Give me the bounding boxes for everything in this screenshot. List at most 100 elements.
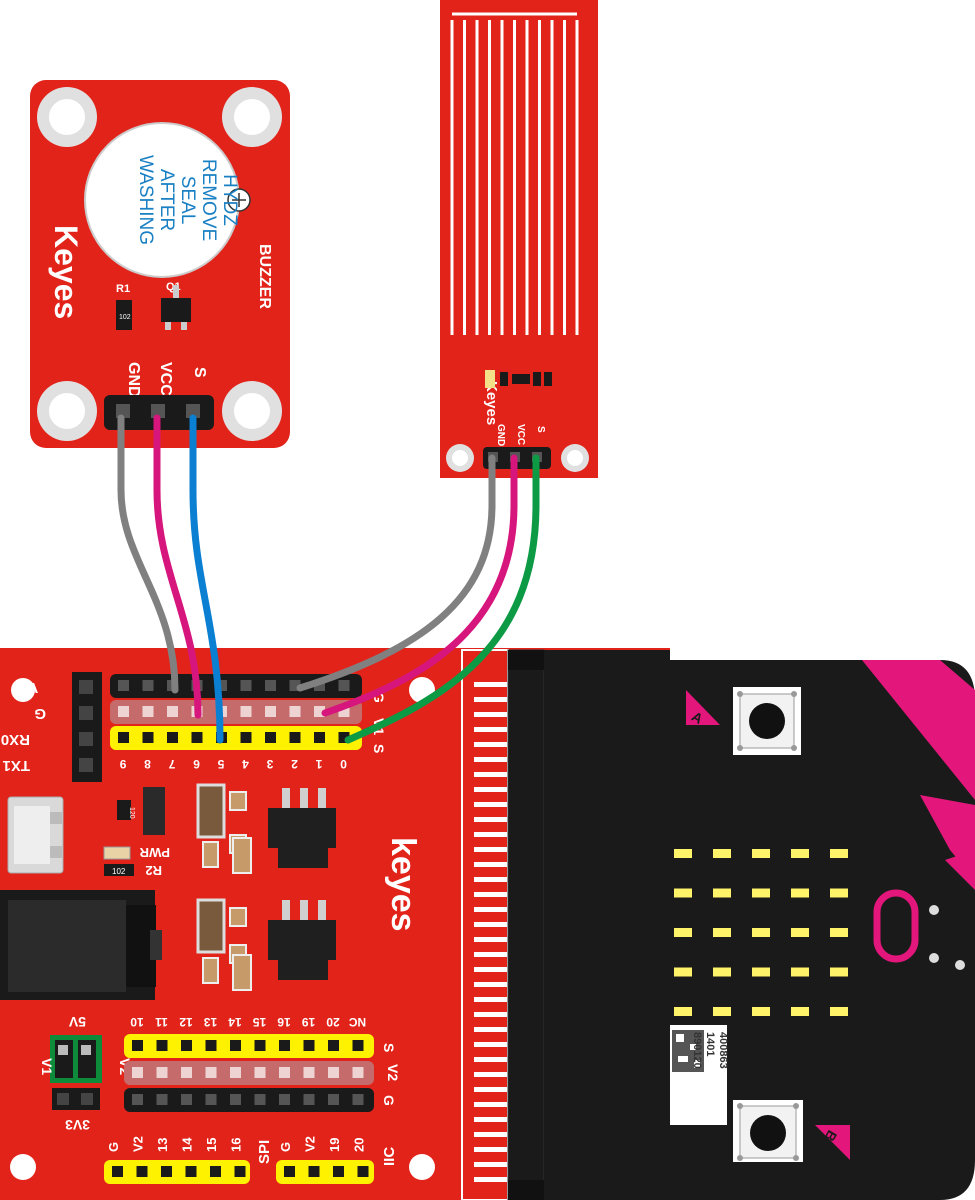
header-pin — [338, 706, 350, 717]
header-pin — [205, 1094, 217, 1105]
pin-number-top: 8 — [144, 757, 151, 771]
water-pin-gnd: GND — [495, 424, 506, 446]
led — [752, 849, 770, 858]
header-pin — [279, 1067, 290, 1078]
wires — [117, 414, 540, 744]
jst-connector — [7, 796, 64, 874]
header-pin — [240, 680, 252, 691]
pin-number-bottom: 10 — [130, 1015, 144, 1029]
qr-line-2: 1401 — [704, 1032, 716, 1056]
wire-water-gnd — [296, 454, 496, 692]
button-b[interactable] — [733, 1100, 803, 1162]
header-pin — [142, 732, 154, 743]
header-pin — [181, 1067, 192, 1078]
header-pin — [279, 1094, 290, 1105]
header-pin — [240, 706, 252, 717]
seal-line-3: SEAL — [177, 176, 198, 225]
led — [674, 888, 692, 898]
led — [713, 967, 731, 977]
spi-pin — [210, 1166, 221, 1177]
header-pin — [303, 1094, 315, 1105]
pin-number-bottom: 16 — [277, 1015, 291, 1029]
iic-label: IIC — [381, 1147, 398, 1166]
led — [830, 967, 848, 977]
power-jumpers — [50, 1035, 102, 1110]
pwr-label: PWR — [139, 845, 170, 860]
spi-header — [104, 1160, 250, 1184]
power-components — [196, 783, 336, 991]
header-pin — [181, 1094, 192, 1105]
header-pin — [156, 1094, 168, 1105]
r2-code: 102 — [112, 867, 126, 876]
water-sensor-module: Keyes Water Sensor GND VCC S — [440, 0, 616, 478]
button-b-marker — [815, 1125, 850, 1160]
header-pin — [118, 732, 129, 743]
header-pin — [216, 680, 227, 691]
header-pin — [303, 1040, 315, 1051]
led — [713, 849, 731, 858]
pin-number-bottom: 13 — [204, 1015, 218, 1029]
pin-number-bottom: NC — [349, 1015, 367, 1029]
pin-number-top: 6 — [193, 757, 200, 771]
header-pin — [181, 1040, 192, 1051]
dc-jack — [0, 890, 162, 1000]
spi-pin — [112, 1166, 123, 1177]
button-a[interactable] — [733, 687, 801, 755]
header-pin — [205, 1040, 217, 1051]
header-pin — [289, 680, 301, 691]
pin-number-bottom: 14 — [228, 1015, 242, 1029]
header-pin — [132, 1094, 143, 1105]
header-pin — [240, 732, 252, 743]
r1-code: 102 — [119, 314, 131, 321]
pin-number-bottom: 12 — [179, 1015, 193, 1029]
iic-pin-label: G — [278, 1142, 293, 1152]
buzzer-module: HYDZ REMOVE SEAL AFTER WASHING Keyes BUZ… — [30, 80, 290, 448]
header-pin — [167, 706, 178, 717]
r2-label: R2 — [145, 863, 162, 878]
regulator-chip — [143, 787, 165, 835]
led — [791, 928, 809, 937]
pin-number-top: 0 — [340, 757, 347, 771]
pin-number-top: 3 — [266, 757, 273, 771]
header-pin — [352, 1040, 364, 1051]
header-pin — [338, 680, 350, 691]
header-pin — [191, 732, 203, 743]
iic-pin-label: 19 — [327, 1138, 342, 1152]
q1-transistor — [161, 298, 191, 322]
led — [752, 967, 770, 977]
header-pin — [156, 1040, 168, 1051]
mount-hole — [11, 678, 35, 702]
pin-number-top: 4 — [242, 757, 249, 771]
qr-line-3: 890120 — [691, 1032, 703, 1069]
header-pin — [142, 680, 154, 691]
header-label-tx1: TX1 — [2, 757, 30, 774]
qr-line-1: 400863 — [717, 1032, 729, 1069]
iic-pin — [308, 1166, 320, 1177]
pin-number-top: 5 — [217, 757, 224, 771]
buzzer-pin-vcc: VCC — [157, 362, 174, 396]
row-label-g-bottom: G — [381, 1095, 397, 1106]
spi-pin — [136, 1166, 148, 1177]
led — [674, 928, 692, 937]
pin-number-bottom: 11 — [155, 1015, 168, 1029]
water-sensor-name: Water Sensor — [602, 385, 616, 462]
header-pin — [265, 706, 276, 717]
buzzer-name: BUZZER — [256, 244, 273, 309]
iic-pin — [284, 1166, 295, 1177]
header-pin — [328, 1094, 339, 1105]
header-pin — [314, 706, 325, 717]
header-pin — [265, 680, 276, 691]
header-pin — [230, 1040, 241, 1051]
spi-pin-label: 14 — [180, 1137, 195, 1152]
led — [830, 928, 848, 937]
water-brand: Keyes — [483, 381, 500, 425]
header-pin — [352, 1094, 364, 1105]
spi-pin — [185, 1166, 197, 1177]
water-pin-s: S — [535, 426, 546, 433]
spi-pin — [161, 1166, 172, 1177]
microbit-pink-corner — [862, 660, 975, 800]
wire-buzzer-vcc — [153, 414, 202, 719]
r1-label: R1 — [116, 283, 130, 295]
